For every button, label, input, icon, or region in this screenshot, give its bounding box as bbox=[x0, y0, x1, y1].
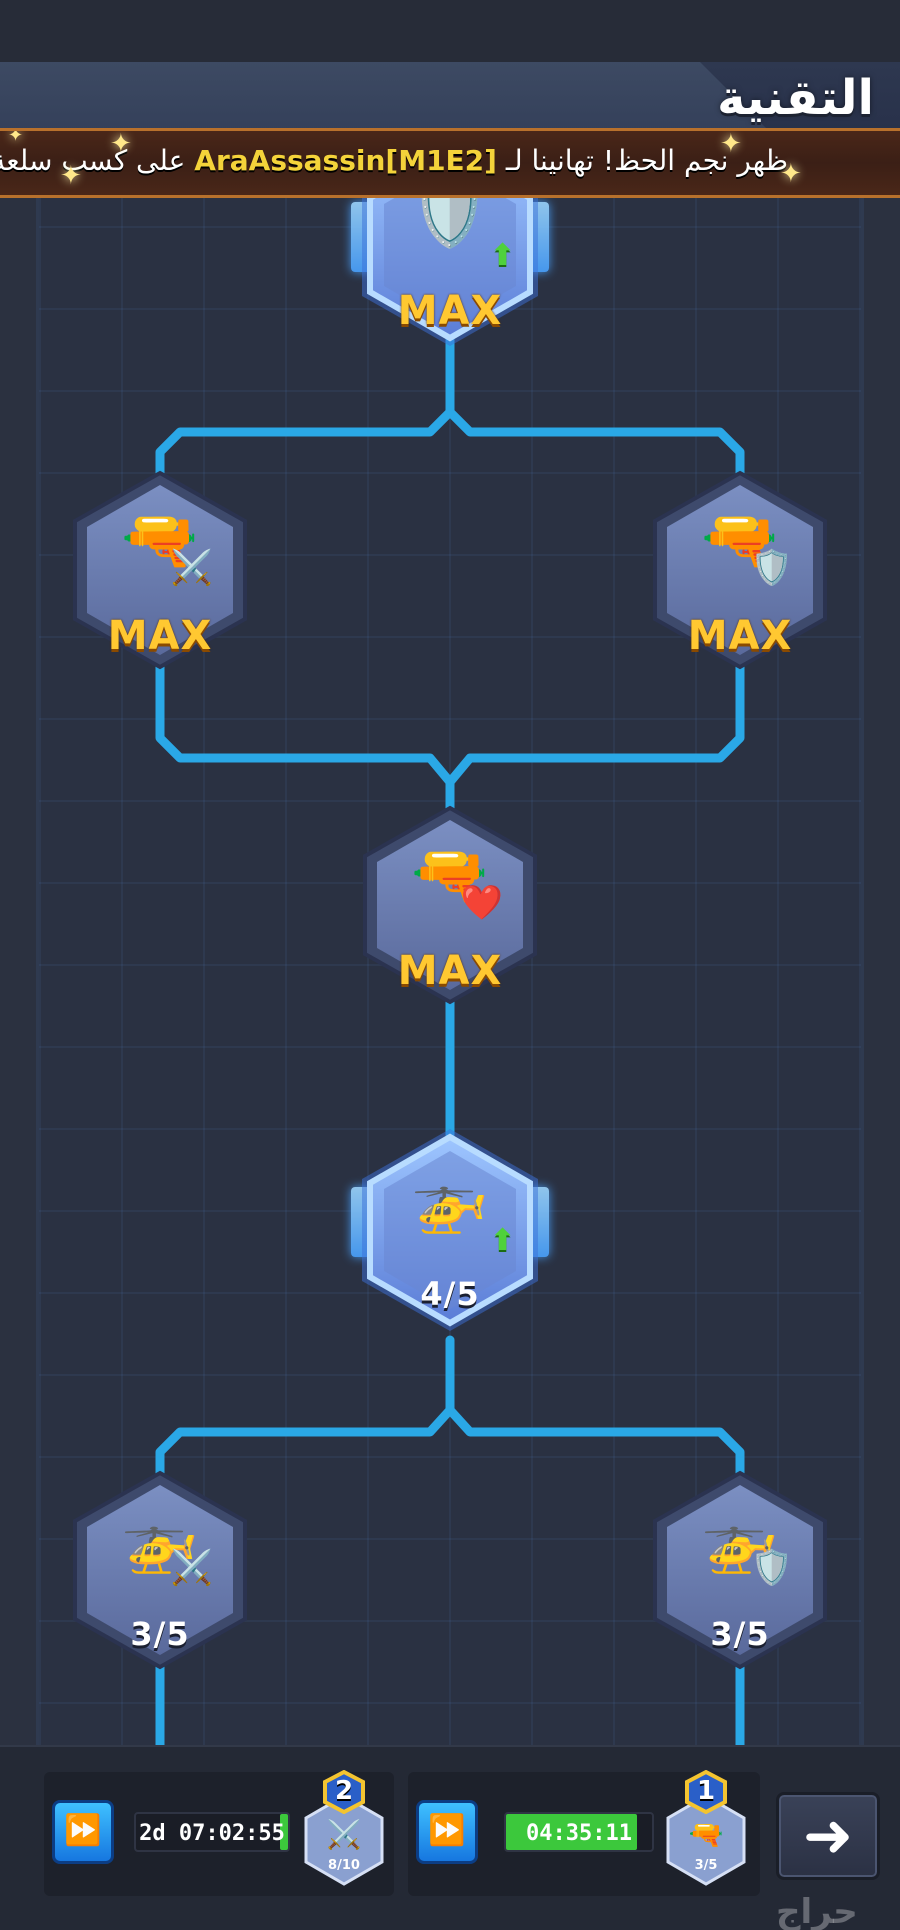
research-queue-slot[interactable]: ⏩ 04:35:11 🔫 3/5 1 bbox=[408, 1770, 760, 1896]
helicopter-icon: 🚁 bbox=[701, 1503, 779, 1576]
header-bar bbox=[0, 62, 900, 132]
tank-icon: 🔫 bbox=[688, 1818, 724, 1851]
shield-icon: 🛡️ bbox=[750, 548, 793, 588]
connector-top bbox=[155, 335, 745, 485]
tech-node-tank-damage[interactable]: 🔫 ⚔️ MAX bbox=[65, 465, 255, 675]
tech-node-heli-damage[interactable]: 🚁 ⚔️ 3/5 bbox=[65, 1465, 255, 1675]
mini-hex-frame bbox=[666, 1794, 746, 1886]
hex-frame bbox=[73, 470, 247, 670]
status-strip bbox=[0, 0, 900, 62]
node-level: MAX bbox=[687, 613, 793, 659]
hex-frame bbox=[363, 805, 537, 1005]
tech-node-heli-defense[interactable]: 🚁 🛡️ 3/5 bbox=[645, 1465, 835, 1675]
timer-text: 2d 07:02:55 bbox=[139, 1821, 285, 1846]
speedup-button[interactable]: ⏩ bbox=[416, 1800, 478, 1864]
ticker-message: ظهر نجم الحظ! تهانينا لـ AraAssassin[M1E… bbox=[0, 144, 788, 177]
node-level: MAX bbox=[397, 288, 503, 334]
mini-hex-frame bbox=[304, 1794, 384, 1886]
connector-tail bbox=[155, 1655, 745, 1750]
sparkle-icon: ✦ bbox=[720, 129, 742, 159]
tank-icon: 🔫 bbox=[121, 503, 199, 576]
node-level: 3/5 bbox=[710, 1615, 770, 1653]
speedup-button[interactable]: ⏩ bbox=[52, 1800, 114, 1864]
hex-frame bbox=[653, 1470, 827, 1670]
sword-icon: ⚔️ bbox=[170, 548, 213, 588]
fast-forward-icon: ⏩ bbox=[64, 1813, 102, 1848]
sparkle-icon: ✦ bbox=[60, 161, 82, 191]
tank-icon: 🔫 bbox=[411, 838, 489, 911]
queued-tech-card[interactable]: 🔫 3/5 1 bbox=[664, 1770, 748, 1886]
upgrade-arrow-icon: ⬆ bbox=[489, 238, 515, 273]
arrow-right-icon: ➜ bbox=[802, 1801, 854, 1871]
hex-frame bbox=[73, 1470, 247, 1670]
sparkle-icon: ✦ bbox=[780, 159, 802, 189]
watermark: حراج bbox=[776, 1892, 858, 1930]
timer-progress-fill bbox=[280, 1814, 288, 1850]
hex-frame bbox=[653, 470, 827, 670]
ticker-after: على كسب سلعة ثمينة bbox=[0, 144, 186, 177]
sparkle-icon: ✦ bbox=[110, 129, 132, 159]
page-title: التقنية bbox=[717, 70, 874, 126]
tech-node-heli-attack-speed[interactable]: 🚁 ⬆ 4/5 bbox=[351, 1125, 549, 1335]
tech-node-tank-health[interactable]: 🔫 ❤️ MAX bbox=[355, 800, 545, 1010]
sparkle-icon: ✦ bbox=[8, 128, 24, 146]
research-timer: 2d 07:02:55 bbox=[134, 1812, 290, 1852]
timer-text: 04:35:11 bbox=[526, 1821, 632, 1846]
sword-icon: ⚔️ bbox=[170, 1548, 213, 1588]
hex-frame bbox=[362, 1129, 538, 1331]
mini-level: 8/10 bbox=[328, 1858, 360, 1873]
ticker-player-name: AraAssassin[M1E2] bbox=[194, 144, 497, 177]
tank-icon: ⚔️ bbox=[326, 1818, 362, 1851]
timer-progress-fill bbox=[506, 1814, 638, 1850]
tech-node-tank-defense[interactable]: 🔫 🛡️ MAX bbox=[645, 465, 835, 675]
tank-icon: 🔫 bbox=[701, 503, 779, 576]
queue-number: 1 bbox=[696, 1776, 716, 1806]
node-level: 4/5 bbox=[420, 1275, 480, 1313]
helicopter-icon: 🚁 bbox=[411, 1163, 489, 1236]
connector-mid bbox=[155, 655, 745, 820]
connector-bottom bbox=[155, 1335, 745, 1485]
node-level: MAX bbox=[397, 948, 503, 994]
node-level: MAX bbox=[107, 613, 213, 659]
mini-level: 3/5 bbox=[694, 1858, 718, 1873]
queue-number-badge: 2 bbox=[322, 1770, 366, 1814]
fast-forward-icon: ⏩ bbox=[428, 1813, 466, 1848]
lucky-star-ticker: ظهر نجم الحظ! تهانينا لـ AraAssassin[M1E… bbox=[0, 128, 900, 198]
queue-number: 2 bbox=[334, 1776, 354, 1806]
heart-icon: ❤️ bbox=[460, 883, 503, 923]
research-timer: 04:35:11 bbox=[504, 1812, 654, 1852]
research-queue-slot[interactable]: ⏩ 2d 07:02:55 ⚔️ 8/10 2 bbox=[44, 1770, 394, 1896]
shield-icon: 🛡️ bbox=[750, 1548, 793, 1588]
ticker-before: ظهر نجم الحظ! تهانينا لـ bbox=[505, 144, 788, 177]
node-level: 3/5 bbox=[130, 1615, 190, 1653]
queued-tech-card[interactable]: ⚔️ 8/10 2 bbox=[302, 1770, 386, 1886]
next-button[interactable]: ➜ bbox=[776, 1792, 880, 1880]
queue-number-badge: 1 bbox=[684, 1770, 728, 1814]
helicopter-icon: 🚁 bbox=[121, 1503, 199, 1576]
upgrade-arrow-icon: ⬆ bbox=[489, 1223, 515, 1258]
